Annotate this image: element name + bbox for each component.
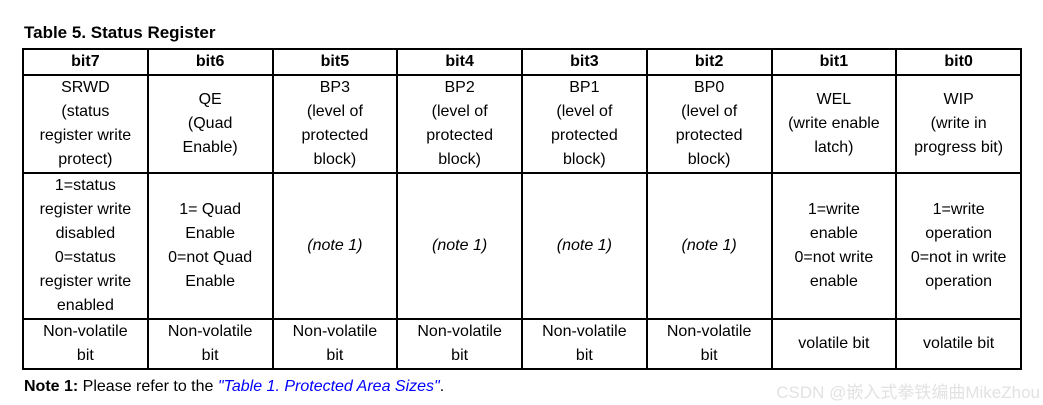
cell-bit6-name: QE (Quad Enable) <box>146 74 274 174</box>
footnote-table-link[interactable]: "Table 1. Protected Area Sizes" <box>217 378 440 395</box>
cell-bit0-values: 1=write operation 0=not in write operati… <box>895 172 1022 320</box>
cell-bit3-volatility: Non-volatile bit <box>521 318 648 370</box>
cell-bit5-volatility: Non-volatile bit <box>271 318 399 370</box>
header-cell-bit7: bit7 <box>22 48 149 76</box>
cell-bit6-values: 1= Quad Enable 0=not Quad Enable <box>146 172 274 320</box>
cell-bit3-note-ref: (note 1) <box>521 172 648 320</box>
header-cell-bit0: bit0 <box>895 48 1022 76</box>
cell-bit4-name: BP2 (level of protected block) <box>396 74 523 174</box>
cell-bit2-note-ref: (note 1) <box>645 172 773 320</box>
header-cell-bit3: bit3 <box>521 48 648 76</box>
table-title: Table 5. Status Register <box>24 23 216 42</box>
cell-bit2-volatility: Non-volatile bit <box>645 318 773 370</box>
cell-bit3-name: BP1 (level of protected block) <box>521 74 648 174</box>
header-cell-bit4: bit4 <box>396 48 523 76</box>
cell-bit1-volatility: volatile bit <box>770 318 898 370</box>
cell-bit7-volatility: Non-volatile bit <box>22 318 149 370</box>
cell-bit1-name: WEL (write enable latch) <box>770 74 898 174</box>
footnote: Note 1: Please refer to the "Table 1. Pr… <box>24 376 444 398</box>
bit-value-row: 1=status register write disabled 0=statu… <box>22 172 1022 320</box>
status-register-table: bit7 bit6 bit5 bit4 bit3 bit2 bit1 bit0 … <box>22 48 1022 370</box>
cell-bit7-values: 1=status register write disabled 0=statu… <box>22 172 149 320</box>
header-cell-bit1: bit1 <box>770 48 898 76</box>
footnote-text: Please refer to the <box>78 378 218 395</box>
header-cell-bit5: bit5 <box>271 48 399 76</box>
footnote-period: . <box>439 378 445 395</box>
footnote-label: Note 1: <box>24 378 79 395</box>
table-header-row: bit7 bit6 bit5 bit4 bit3 bit2 bit1 bit0 <box>22 48 1022 76</box>
cell-bit1-values: 1=write enable 0=not write enable <box>770 172 898 320</box>
cell-bit7-name: SRWD (status register write protect) <box>22 74 149 174</box>
bit-name-row: SRWD (status register write protect) QE … <box>22 74 1022 174</box>
cell-bit5-note-ref: (note 1) <box>271 172 399 320</box>
cell-bit6-volatility: Non-volatile bit <box>146 318 274 370</box>
volatility-row: Non-volatile bit Non-volatile bit Non-vo… <box>22 318 1022 370</box>
header-cell-bit6: bit6 <box>146 48 274 76</box>
cell-bit2-name: BP0 (level of protected block) <box>645 74 773 174</box>
csdn-watermark: CSDN @嵌入式拳铁编曲MikeZhou <box>776 383 1040 402</box>
cell-bit4-note-ref: (note 1) <box>396 172 523 320</box>
header-cell-bit2: bit2 <box>645 48 773 76</box>
cell-bit5-name: BP3 (level of protected block) <box>271 74 399 174</box>
cell-bit0-name: WIP (write in progress bit) <box>895 74 1022 174</box>
cell-bit4-volatility: Non-volatile bit <box>396 318 523 370</box>
cell-bit0-volatility: volatile bit <box>895 318 1022 370</box>
